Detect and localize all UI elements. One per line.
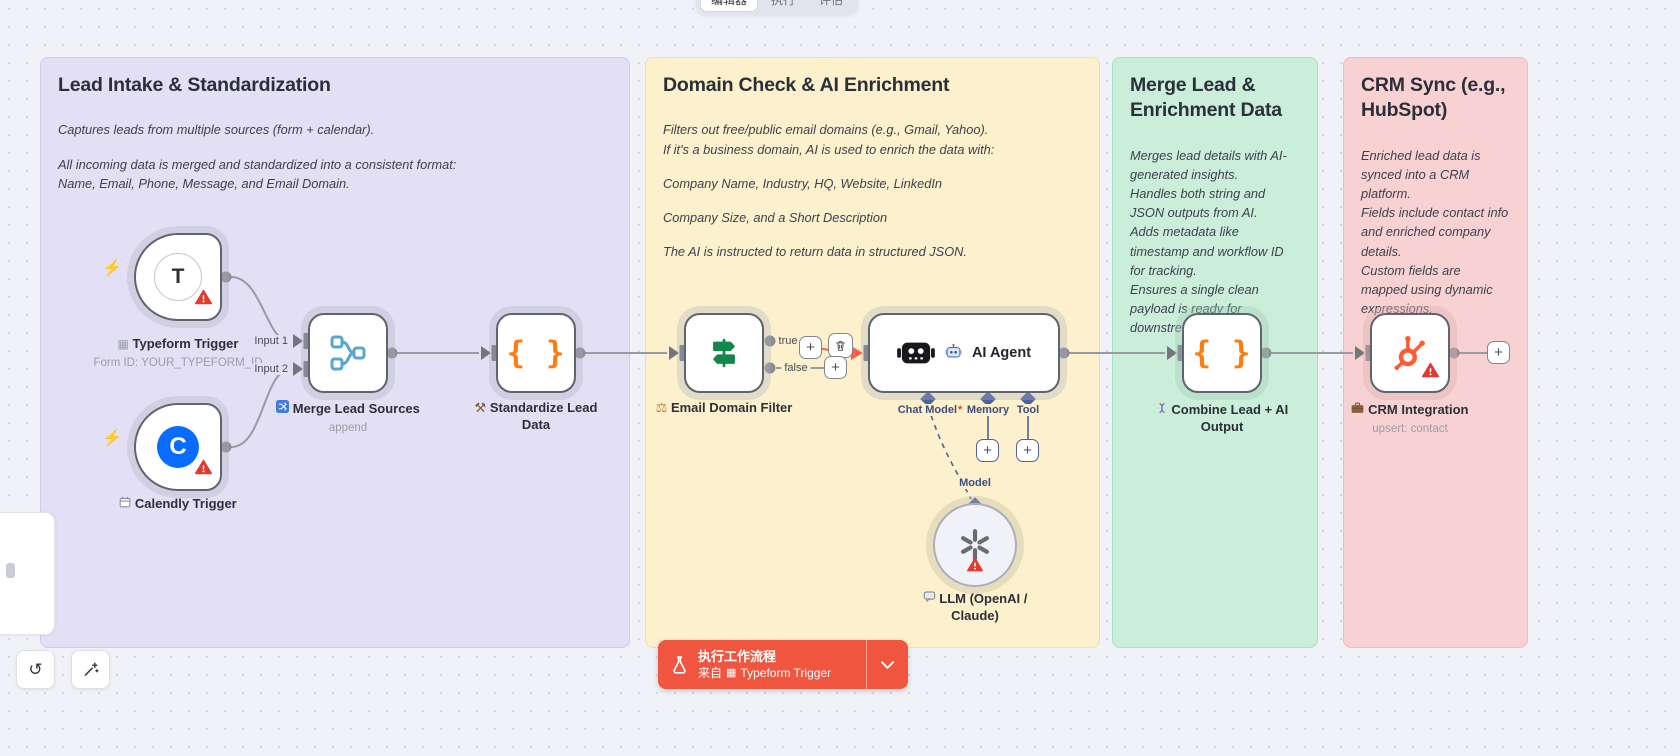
briefcase-icon xyxy=(1351,402,1364,417)
note-paragraph: Company Size, and a Short Description xyxy=(663,209,888,225)
add-node-false-button[interactable]: + xyxy=(824,356,847,379)
node-typeform-trigger[interactable]: T xyxy=(134,233,222,321)
node-label-filter: ⚖ Email Domain Filter xyxy=(655,400,793,415)
trigger-bolt-icon: ⚡ xyxy=(102,430,122,447)
editor-tab-bar: 编辑器 执行 评估 xyxy=(696,0,859,15)
tidy-up-button[interactable] xyxy=(71,650,110,689)
node-label-calendly: Calendly Trigger xyxy=(98,496,258,513)
execute-workflow-button[interactable]: 执行工作流程 来自 ▦ Typeform Trigger xyxy=(658,640,908,689)
calendly-logo-icon: C xyxy=(157,426,199,468)
note-paragraph: Merges lead details with AI-generated in… xyxy=(1130,147,1287,336)
note-title: Lead Intake & Standardization xyxy=(58,74,331,96)
node-ai-agent[interactable]: AI Agent xyxy=(868,313,1060,393)
node-label-merge: Merge Lead Sources append xyxy=(263,400,433,436)
undo-button[interactable]: ↺ xyxy=(16,650,55,689)
node-calendly-trigger[interactable]: C xyxy=(134,403,222,491)
add-node-true-button[interactable]: + xyxy=(799,336,822,359)
tab-editor[interactable]: 编辑器 xyxy=(700,0,759,12)
warning-icon xyxy=(967,557,983,578)
note-title: CRM Sync (e.g., HubSpot) xyxy=(1361,74,1506,122)
warning-icon xyxy=(1422,362,1439,384)
chevron-down-icon xyxy=(881,660,894,669)
execute-label: 执行工作流程 xyxy=(698,648,777,664)
port-label-memory: Memory xyxy=(963,404,1013,416)
flask-icon xyxy=(673,656,686,674)
note-paragraph: The AI is instructed to return data in s… xyxy=(663,244,967,260)
signpost-icon xyxy=(713,338,735,368)
port-label-false: false xyxy=(781,362,811,374)
warning-icon xyxy=(195,459,212,481)
note-paragraph: All incoming data is merged and standard… xyxy=(58,156,457,191)
tools-icon: ⚒ xyxy=(474,400,487,415)
note-title: Domain Check & AI Enrichment xyxy=(663,74,950,96)
node-label-crm: CRM Integration upsert: contact xyxy=(1330,402,1490,437)
undo-icon: ↺ xyxy=(28,659,43,679)
robot-icon xyxy=(897,342,935,364)
tab-evaluations[interactable]: 评估 xyxy=(819,0,844,7)
node-llm[interactable] xyxy=(933,503,1017,587)
execute-main[interactable]: 执行工作流程 来自 ▦ Typeform Trigger xyxy=(658,640,866,689)
merge-mini-icon xyxy=(276,400,290,416)
node-email-domain-filter[interactable] xyxy=(684,313,764,393)
note-paragraph: Filters out free/public email domains (e… xyxy=(663,122,995,157)
openai-logo-icon xyxy=(961,529,989,561)
code-braces-icon: { } xyxy=(506,335,566,371)
port-label-true: true xyxy=(775,335,801,347)
node-title-agent: AI Agent xyxy=(971,345,1032,361)
typeform-mini-icon: ▦ xyxy=(726,666,737,679)
node-merge-lead-sources[interactable] xyxy=(308,313,388,393)
node-standardize-lead-data[interactable]: { } xyxy=(496,313,576,393)
node-crm-integration[interactable] xyxy=(1370,313,1450,393)
node-label-llm: LLM (OpenAI / Claude) xyxy=(895,590,1055,625)
robot-emoji-icon xyxy=(945,343,962,364)
trash-icon xyxy=(836,340,845,351)
calendar-icon xyxy=(119,496,131,511)
node-subtitle: append xyxy=(328,421,368,434)
speech-bubble-icon xyxy=(923,591,936,606)
add-tool-button[interactable]: + xyxy=(1016,439,1039,462)
note-paragraph: Captures leads from multiple sources (fo… xyxy=(58,122,375,138)
typeform-logo-icon: T xyxy=(154,253,202,301)
port-label-input1: Input 1 xyxy=(251,335,291,347)
node-label-combine: Combine Lead + AI Output xyxy=(1153,402,1291,436)
wand-icon xyxy=(84,662,99,676)
scales-icon: ⚖ xyxy=(655,400,668,415)
node-combine-output[interactable]: { } xyxy=(1182,313,1262,393)
hubspot-logo-icon xyxy=(1394,336,1425,371)
typeform-mini-icon: ▦ xyxy=(117,337,129,351)
port-label-chat-model: Chat Model* xyxy=(894,404,966,416)
delete-connection-button[interactable] xyxy=(828,333,853,358)
port-label-input2: Input 2 xyxy=(251,363,291,375)
dna-icon xyxy=(1156,402,1168,417)
tab-executions[interactable]: 执行 xyxy=(771,0,796,7)
note-paragraph: Enriched lead data is synced into a CRM … xyxy=(1361,147,1509,317)
collapsed-side-panel[interactable] xyxy=(0,512,55,635)
trigger-bolt-icon: ⚡ xyxy=(102,260,122,277)
note-title: Merge Lead & Enrichment Data xyxy=(1130,74,1282,122)
node-label-typeform: ▦ Typeform Trigger Form ID: YOUR_TYPEFOR… xyxy=(88,336,268,371)
execute-options-button[interactable] xyxy=(866,640,908,689)
add-memory-button[interactable]: + xyxy=(976,439,999,462)
warning-icon xyxy=(195,289,212,311)
node-label-standardize: ⚒ Standardize Lead Data xyxy=(474,400,598,432)
merge-icon xyxy=(330,335,366,371)
port-label-model: Model xyxy=(956,477,994,489)
node-subtitle: upsert: contact xyxy=(1372,422,1448,435)
node-subtitle: Form ID: YOUR_TYPEFORM_ID xyxy=(93,356,263,369)
panel-drag-handle[interactable] xyxy=(6,563,15,578)
port-label-tool: Tool xyxy=(1013,404,1043,416)
note-paragraph: Company Name, Industry, HQ, Website, Lin… xyxy=(663,175,943,191)
code-braces-icon: { } xyxy=(1192,335,1252,371)
add-node-after-crm-button[interactable]: + xyxy=(1487,341,1510,364)
execute-from-label: 来自 ▦ Typeform Trigger xyxy=(698,666,832,681)
